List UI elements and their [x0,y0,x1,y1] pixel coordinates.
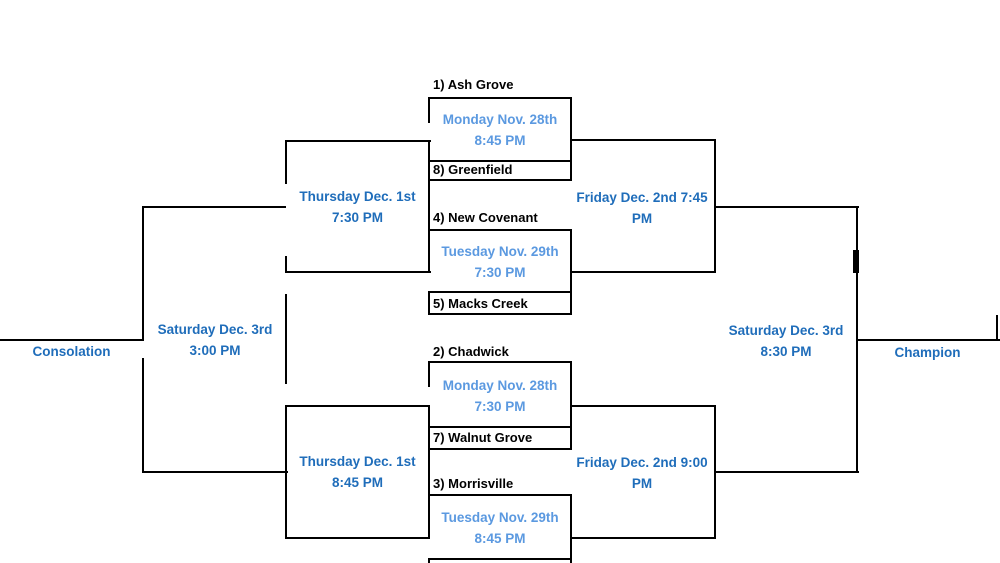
semifinal2-date: Thursday Dec. 1st [299,454,416,469]
game4-time: 8:45 PM [474,531,526,546]
final1-schedule: Friday Dec. 2nd 7:45 PM [570,187,714,229]
semifinal1-box-bottom [285,271,431,273]
seed5-row-left-edge [428,291,430,315]
semifinal1-schedule: Thursday Dec. 1st 7:30 PM [285,186,430,228]
game4-box-right-edge [570,494,572,563]
championship-game-date: Saturday Dec. 3rd [728,323,844,338]
seed5-row-top [428,291,572,293]
team-seed3: 3) Morrisville [433,476,514,491]
game1-box-right-edge [570,97,572,181]
final1-box-right-edge [714,139,716,273]
game3-winner-line [570,405,716,407]
consolation-game-schedule: Saturday Dec. 3rd 3:00 PM [145,319,285,361]
game4-schedule: Tuesday Nov. 29th 8:45 PM [429,507,571,549]
final2-schedule: Friday Dec. 2nd 9:00 PM [570,452,714,494]
team-seed5: 5) Macks Creek [433,296,528,311]
championship-vertical-line [856,206,858,473]
semifinal1-left-tick-top [285,140,287,184]
game1-box-left-tick [428,97,430,123]
team-seed7: 7) Walnut Grove [433,430,533,445]
team-seed8: 8) Greenfield [433,162,513,177]
semifinal1-time: 7:30 PM [331,210,384,225]
final1-winner-line [714,206,859,208]
seed4-line [428,229,572,231]
champion-right-tick [996,315,998,341]
game1-schedule: Monday Nov. 28th 8:45 PM [429,109,571,151]
consolation-bracket-upper [142,206,144,341]
game3-time: 7:30 PM [474,399,526,414]
seed7-row-top [428,426,572,428]
seed7-row-bottom [428,448,572,450]
final1-date: Friday Dec. 2nd 7:45 [576,190,708,205]
semifinal1-right-edge [428,140,430,273]
game4-date: Tuesday Nov. 29th [441,510,559,525]
semifinal1-left-tick-bottom [285,256,287,273]
game2-schedule: Tuesday Nov. 29th 7:30 PM [429,241,571,283]
championship-game-time: 8:30 PM [760,344,812,359]
game3-box-left-tick [428,361,430,387]
semifinal2-schedule: Thursday Dec. 1st 8:45 PM [285,451,430,493]
champion-line [857,339,1000,341]
team-seed1: 1) Ash Grove [433,77,514,92]
consolation-game-time: 3:00 PM [189,343,241,358]
final1-time: PM [631,211,653,226]
semifinal2-right-edge [428,405,430,539]
semifinal2-time: 8:45 PM [331,475,384,490]
game2-time: 7:30 PM [474,265,526,280]
seed2-line [428,361,572,363]
seed6-row-left-edge [428,558,430,563]
game1-time: 8:45 PM [474,133,526,148]
seed1-line [428,97,572,99]
seed3-line [428,494,572,496]
game2-box-right-edge [570,229,572,315]
consolation-bracket-lower [142,358,144,473]
championship-game-schedule: Saturday Dec. 3rd 8:30 PM [715,320,857,362]
team-seed4: 4) New Covenant [433,210,538,225]
semifinal2-box-top [285,405,430,407]
final2-box-right-edge [714,405,716,539]
champion-label: Champion [894,345,961,360]
consolation-game-date: Saturday Dec. 3rd [157,322,273,337]
game2-date: Tuesday Nov. 29th [441,244,559,259]
seed5-row-bottom [428,313,572,315]
final2-winner-line [714,471,859,473]
semifinal2-left-edge [285,405,287,539]
semifinal2-feed-line [142,471,288,473]
game4-winner-line [570,537,716,539]
championship-line-mark [853,250,859,273]
semifinal1-feed-line [142,206,286,208]
game3-schedule: Monday Nov. 28th 7:30 PM [429,375,571,417]
game2-winner-line [570,271,716,273]
consolation-label: Consolation [32,344,111,359]
seed8-row-bottom [428,179,572,181]
game1-date: Monday Nov. 28th [442,112,558,127]
game3-date: Monday Nov. 28th [442,378,558,393]
game3-box-right-edge [570,361,572,450]
middle-connector-line [285,294,287,384]
team-seed2: 2) Chadwick [433,344,509,359]
semifinal1-date: Thursday Dec. 1st [299,189,416,204]
consolation-line [0,339,144,341]
final2-time: PM [631,476,653,491]
final2-date: Friday Dec. 2nd 9:00 [576,455,708,470]
seed8-row-top [428,160,572,162]
game1-winner-line [570,139,716,141]
semifinal2-box-bottom [285,537,430,539]
semifinal1-box-top [285,140,431,142]
seed6-row-top [428,558,572,560]
